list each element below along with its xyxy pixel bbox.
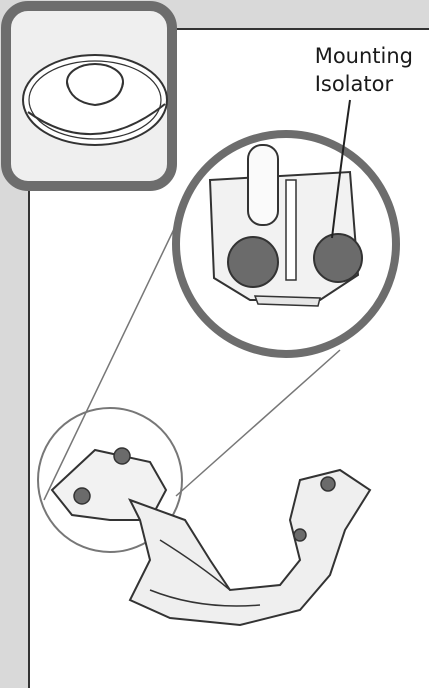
mounting-isolator-label: Mounting Isolator [315, 42, 413, 98]
isolator-inset-icon [6, 6, 172, 186]
zoom-circle-icon [176, 134, 396, 354]
zoom-leader-line-right [176, 350, 340, 496]
bracket-assembly-icon [52, 448, 370, 625]
